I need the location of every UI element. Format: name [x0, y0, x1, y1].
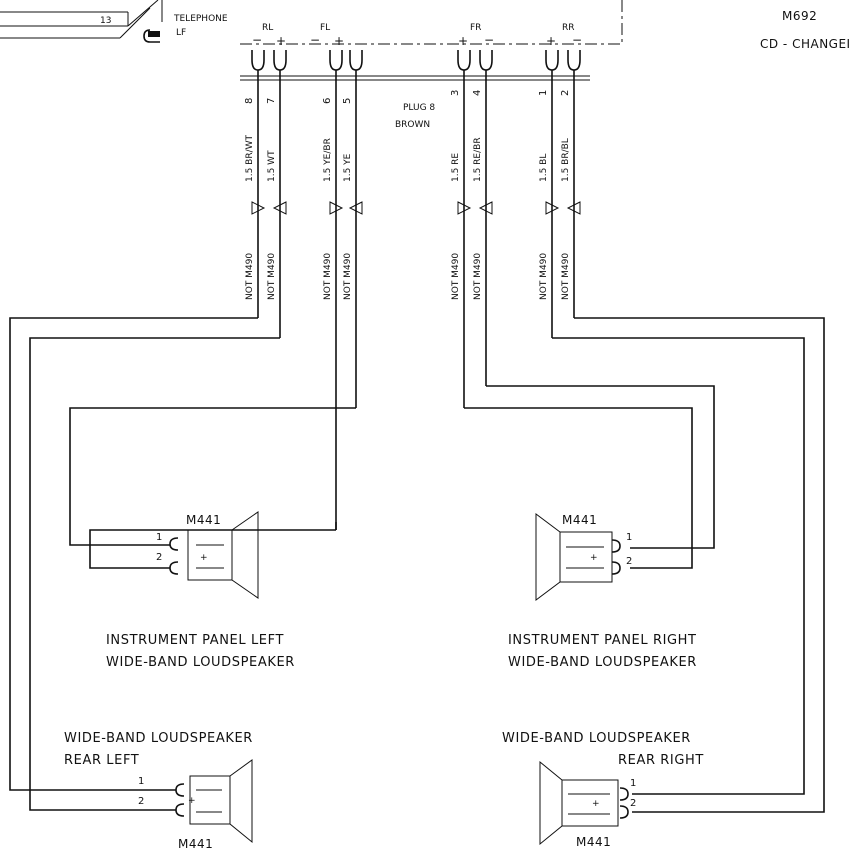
channel-pos: + [546, 34, 557, 48]
wire-code: 1.5 YE/BR [323, 138, 333, 182]
polarity-plus-icon: + [200, 553, 208, 563]
wire-note: NOT M490 [473, 253, 483, 300]
channel-neg: − [252, 33, 263, 47]
speaker-id: M441 [186, 513, 221, 527]
channel-pos: + [334, 34, 345, 48]
wire-routing [9, 317, 825, 813]
pin-number: 2 [560, 90, 571, 96]
cd-changer-name: CD - CHANGEI [760, 37, 851, 51]
channel-label: FL [320, 23, 330, 33]
speaker-id: M441 [562, 513, 597, 527]
speaker-id: M441 [576, 835, 611, 849]
channel-rl: RL − + 8 7 1.5 BR/WT 1.5 WT NOT M490 NOT… [244, 23, 287, 338]
wire-note: NOT M490 [323, 253, 333, 300]
pin-label: 1 [156, 532, 162, 543]
speaker-caption: INSTRUMENT PANEL RIGHT [508, 633, 697, 648]
channel-pos: + [458, 34, 469, 48]
pin-label: 2 [626, 556, 632, 567]
polarity-plus-icon: + [592, 799, 600, 809]
speaker-caption: REAR LEFT [64, 753, 139, 768]
wire-note: NOT M490 [267, 253, 277, 300]
wire-note: NOT M490 [539, 253, 549, 300]
channel-label: FR [470, 23, 481, 33]
fuse-number: 13 [100, 16, 111, 26]
channel-neg: − [484, 33, 495, 47]
wire-code: 1.5 WT [267, 150, 277, 182]
speaker-caption: WIDE-BAND LOUDSPEAKER [106, 655, 295, 670]
cd-changer-id: M692 [782, 9, 817, 23]
pin-label: 1 [626, 532, 632, 543]
channel-neg: − [310, 33, 321, 47]
wire-code: 1.5 BL [539, 154, 549, 182]
channel-neg: − [572, 33, 583, 47]
channel-label: RR [562, 23, 575, 33]
wire-code: 1.5 BR/WT [245, 134, 255, 182]
pin-label: 2 [138, 796, 144, 807]
telephone-label: TELEPHONE [173, 14, 228, 24]
wire-note: NOT M490 [343, 253, 353, 300]
pin-number: 1 [538, 90, 549, 96]
pin-label: 1 [138, 776, 144, 787]
polarity-plus-icon: + [590, 553, 598, 563]
channel-fl: FL − + 6 5 1.5 YE/BR 1.5 YE NOT M490 NOT… [310, 23, 363, 530]
speaker-id: M441 [178, 837, 213, 851]
fuse-block: 13 [0, 0, 159, 39]
pin-number: 4 [472, 90, 483, 96]
speaker-caption: REAR RIGHT [618, 753, 704, 768]
wire-code: 1.5 RE/BR [473, 137, 483, 182]
cd-changer-outline: M692 CD - CHANGEI [240, 0, 851, 51]
telephone-sub: LF [176, 28, 186, 38]
pin-label: 1 [630, 778, 636, 789]
pin-number: 3 [450, 90, 461, 96]
wire-code: 1.5 BR/BL [561, 138, 571, 182]
speaker-rear-right: WIDE-BAND LOUDSPEAKER REAR RIGHT 1 2 + M… [502, 731, 704, 849]
wire-note: NOT M490 [561, 253, 571, 300]
pin-label: 2 [630, 798, 636, 809]
pin-label: 2 [156, 552, 162, 563]
wire-code: 1.5 YE [343, 153, 353, 182]
pin-number: 8 [244, 98, 255, 104]
channel-pos: + [276, 34, 287, 48]
wire-note: NOT M490 [451, 253, 461, 300]
pin-number: 7 [266, 98, 277, 104]
speaker-instrument-right: M441 1 2 + INSTRUMENT PANEL RIGHT WIDE-B… [508, 513, 697, 670]
speaker-caption: WIDE-BAND LOUDSPEAKER [508, 655, 697, 670]
speaker-rear-left: WIDE-BAND LOUDSPEAKER REAR LEFT 1 2 + M4… [64, 731, 253, 851]
plug-label: PLUG 8 [403, 103, 435, 113]
plug-color: BROWN [395, 120, 430, 130]
speaker-instrument-left: M441 1 2 + INSTRUMENT PANEL LEFT WIDE-BA… [106, 511, 295, 670]
telephone-connector: TELEPHONE LF [143, 0, 228, 43]
pin-number: 6 [322, 98, 333, 104]
wire-note: NOT M490 [245, 253, 255, 300]
channel-label: RL [262, 23, 273, 33]
wire-code: 1.5 RE [451, 153, 461, 182]
speaker-caption: WIDE-BAND LOUDSPEAKER [64, 731, 253, 746]
pin-number: 5 [342, 98, 353, 104]
speaker-caption: INSTRUMENT PANEL LEFT [106, 633, 284, 648]
channel-rr: RR + − 1 2 1.5 BL 1.5 BR/BL NOT M490 NOT… [538, 23, 583, 338]
speaker-caption: WIDE-BAND LOUDSPEAKER [502, 731, 691, 746]
channel-fr: FR + − 3 4 1.5 RE 1.5 RE/BR NOT M490 NOT… [450, 23, 495, 408]
polarity-plus-icon: + [188, 796, 196, 806]
